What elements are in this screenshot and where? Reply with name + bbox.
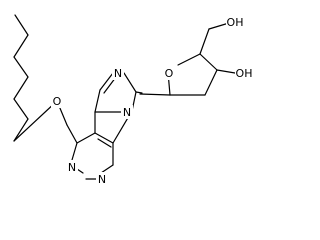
imidazole-ring	[94, 72, 137, 144]
structure-diagram: O N N N N O OH OH	[13, 14, 253, 186]
atom-N1: N	[68, 161, 76, 174]
atom-labels: O N N N N O OH OH	[51, 15, 253, 186]
sugar-ring	[135, 22, 236, 96]
atom-N7: N	[114, 67, 122, 80]
atom-OH-right: OH	[236, 67, 253, 80]
atom-OH-top: OH	[227, 16, 244, 29]
atom-N3: N	[98, 173, 106, 186]
atom-N9: N	[123, 106, 131, 119]
molecule-canvas: O N N N N O OH OH	[13, 14, 253, 186]
hexyl-chain	[13, 14, 58, 142]
atom-O-ether: O	[53, 95, 62, 108]
atom-O-ring: O	[165, 67, 174, 80]
